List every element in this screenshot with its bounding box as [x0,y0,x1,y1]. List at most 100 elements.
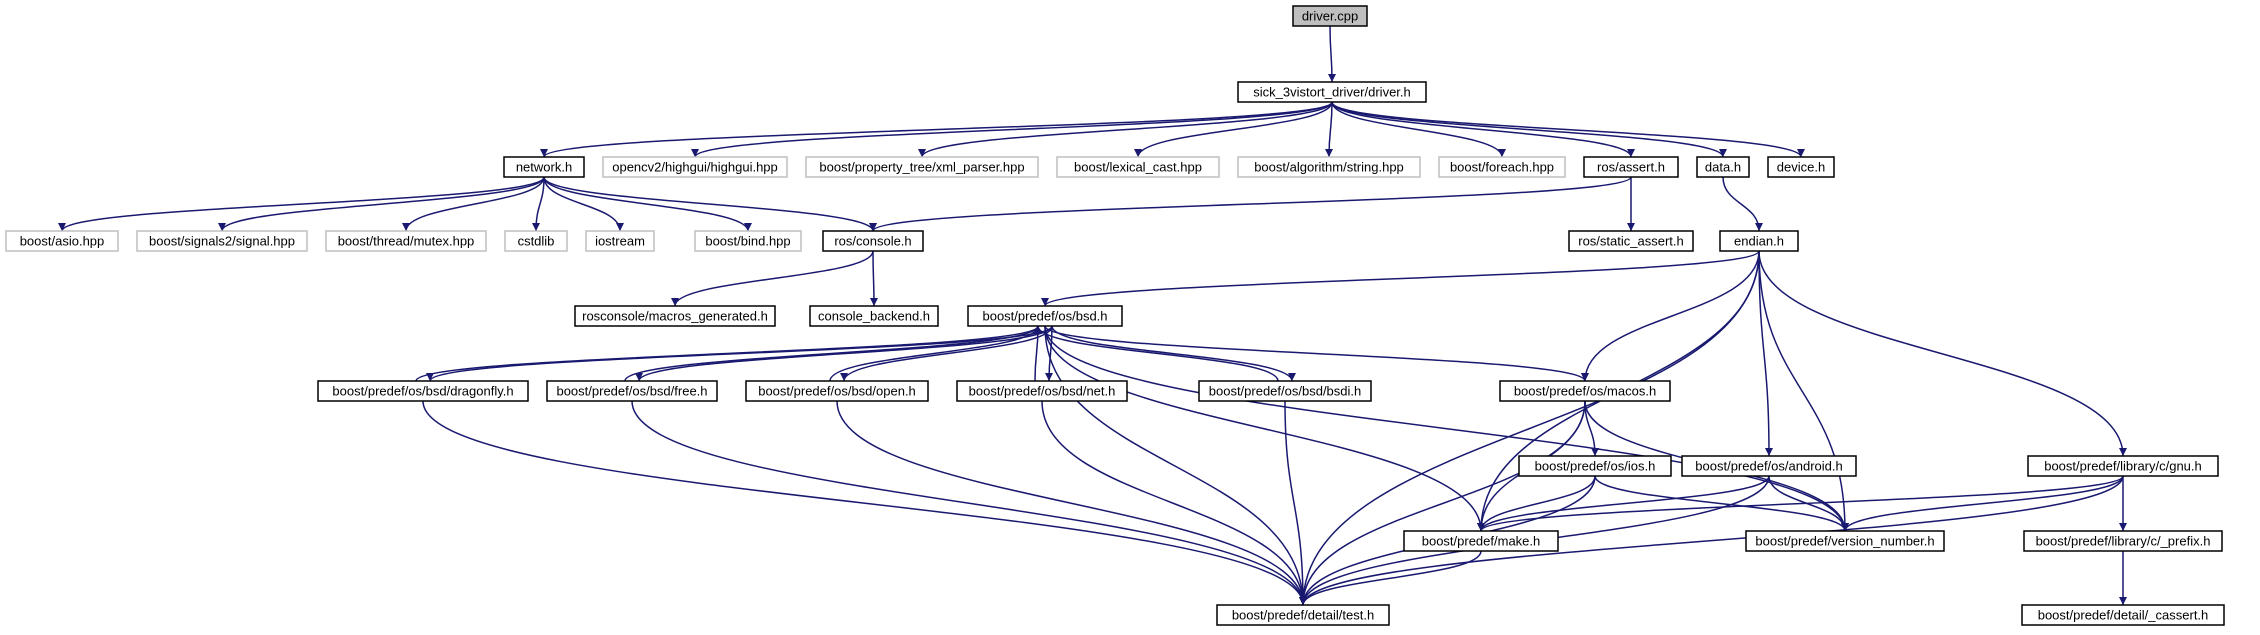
node-version-number-h[interactable]: boost/predef/version_number.h [1745,530,1945,552]
node-ios-h[interactable]: boost/predef/os/ios.h [1518,455,1672,477]
node-test-h[interactable]: boost/predef/detail/test.h [1216,604,1390,626]
node-string-hpp[interactable]: boost/algorithm/string.hpp [1237,156,1421,178]
node-android-h[interactable]: boost/predef/os/android.h [1681,455,1857,477]
node-label: boost/asio.hpp [20,234,105,249]
node-open-h[interactable]: boost/predef/os/bsd/open.h [745,380,929,402]
node-box [745,380,929,402]
node-free-h[interactable]: boost/predef/os/bsd/free.h [546,380,718,402]
edge-network_h-to-bind_hpp [543,176,752,232]
node-lexical-cast-hpp[interactable]: boost/lexical_cast.hpp [1056,156,1220,178]
node-prefix-h[interactable]: boost/predef/library/c/_prefix.h [2023,530,2223,552]
node-foreach-hpp[interactable]: boost/foreach.hpp [1438,156,1566,178]
node-bsd-h[interactable]: boost/predef/os/bsd.h [967,305,1123,327]
node-make-h[interactable]: boost/predef/make.h [1403,530,1559,552]
edge-driver_h-to-foreach_hpp [1331,101,1506,158]
node-label: boost/predef/os/bsd/net.h [969,384,1116,399]
node-assert-h[interactable]: ros/assert.h [1583,156,1679,178]
node-cstdlib[interactable]: cstdlib [504,230,568,252]
node-label: boost/property_tree/xml_parser.hpp [819,160,1024,175]
node-box [1403,530,1559,552]
node-net-h[interactable]: boost/predef/os/bsd/net.h [956,380,1128,402]
node-network-h[interactable]: network.h [503,156,585,178]
node-box [1216,604,1390,626]
edge-macos_h-to-test_h [1299,400,1586,606]
edge-android_h-to-make_h [1477,475,1770,532]
node-label: network.h [516,160,572,175]
edge-driver_h-to-xml_parser_hpp [918,101,1333,158]
edge-driver_h-to-string_hpp [1325,101,1334,158]
node-macros-generated-h[interactable]: rosconsole/macros_generated.h [574,305,776,327]
node-box [585,230,655,252]
node-static-assert-h[interactable]: ros/static_assert.h [1568,230,1694,252]
edge-driver_h-to-device_h [1331,101,1805,158]
node-label: boost/foreach.hpp [1450,160,1554,175]
node-box [1681,455,1857,477]
node-box [956,380,1128,402]
node-label: boost/predef/os/bsd/free.h [556,384,707,399]
node-label: boost/bind.hpp [705,234,790,249]
node-box [805,156,1039,178]
node-dragonfly-h[interactable]: boost/predef/os/bsd/dragonfly.h [317,380,529,402]
node-console-backend-h[interactable]: console_backend.h [809,305,939,327]
node-label: boost/predef/library/c/_prefix.h [2036,534,2211,549]
edge-dragonfly_h-to-bsd_h [415,325,1042,382]
node-cassert-h[interactable]: boost/predef/detail/_cassert.h [2021,604,2225,626]
edge-driver_h-to-assert_h [1331,101,1635,158]
node-data-h[interactable]: data.h [1696,156,1750,178]
node-box [1719,230,1799,252]
node-box [1767,156,1835,178]
node-macos-h[interactable]: boost/predef/os/macos.h [1499,380,1671,402]
node-label: boost/signals2/signal.hpp [149,234,295,249]
edge-open_h-to-bsd_h [829,325,1042,382]
node-box [503,156,585,178]
node-label: boost/predef/os/bsd/open.h [758,384,916,399]
node-console-h[interactable]: ros/console.h [822,230,924,252]
node-box [822,230,924,252]
node-box [694,230,802,252]
node-box [1499,380,1671,402]
node-bsdi-h[interactable]: boost/predef/os/bsd/bsdi.h [1198,380,1372,402]
node-label: opencv2/highgui/highgui.hpp [612,160,778,175]
node-xml-parser-hpp[interactable]: boost/property_tree/xml_parser.hpp [805,156,1039,178]
edge-console_h-to-macros_generated_h [671,250,874,307]
node-box [504,230,568,252]
edge-make_h-to-test_h [1299,550,1482,606]
node-label: ros/console.h [834,234,911,249]
edge-open_h-to-test_h [836,400,1307,606]
edge-ios_h-to-make_h [1477,475,1596,532]
node-box [2021,604,2225,626]
edge-network_h-to-asio_hpp [58,176,545,232]
edge-driver_cpp-to-driver_h [1327,25,1336,83]
node-endian-h[interactable]: endian.h [1719,230,1799,252]
node-box [1056,156,1220,178]
node-signal-hpp[interactable]: boost/signals2/signal.hpp [136,230,308,252]
node-label: ros/assert.h [1597,160,1665,175]
node-highgui-hpp[interactable]: opencv2/highgui/highgui.hpp [602,156,788,178]
node-iostream[interactable]: iostream [585,230,655,252]
node-device-h[interactable]: device.h [1767,156,1835,178]
node-box [1745,530,1945,552]
node-gnu-h[interactable]: boost/predef/library/c/gnu.h [2027,455,2219,477]
node-label: boost/predef/os/bsd/bsdi.h [1209,384,1362,399]
node-label: boost/algorithm/string.hpp [1254,160,1404,175]
node-box [967,305,1123,327]
edge-gnu_h-to-test_h [1299,475,2124,606]
node-mutex-hpp[interactable]: boost/thread/mutex.hpp [325,230,487,252]
node-box [2027,455,2219,477]
edge-network_h-to-signal_hpp [218,176,545,232]
edge-gnu_h-to-version_number_h [1841,475,2124,532]
node-asio-hpp[interactable]: boost/asio.hpp [5,230,119,252]
node-box [2023,530,2223,552]
node-label: boost/predef/os/android.h [1695,459,1842,474]
node-box [1292,5,1368,27]
node-bind-hpp[interactable]: boost/bind.hpp [694,230,802,252]
node-label: boost/predef/detail/_cassert.h [2038,608,2209,623]
edge-bsd_h-to-net_h [1045,325,1054,382]
node-driver-cpp[interactable]: driver.cpp [1292,5,1368,27]
node-label: rosconsole/macros_generated.h [582,309,768,324]
node-box [1237,81,1427,103]
node-label: cstdlib [518,234,555,249]
edge-network_h-to-iostream [543,176,624,232]
node-driver-h[interactable]: sick_3vistort_driver/driver.h [1237,81,1427,103]
